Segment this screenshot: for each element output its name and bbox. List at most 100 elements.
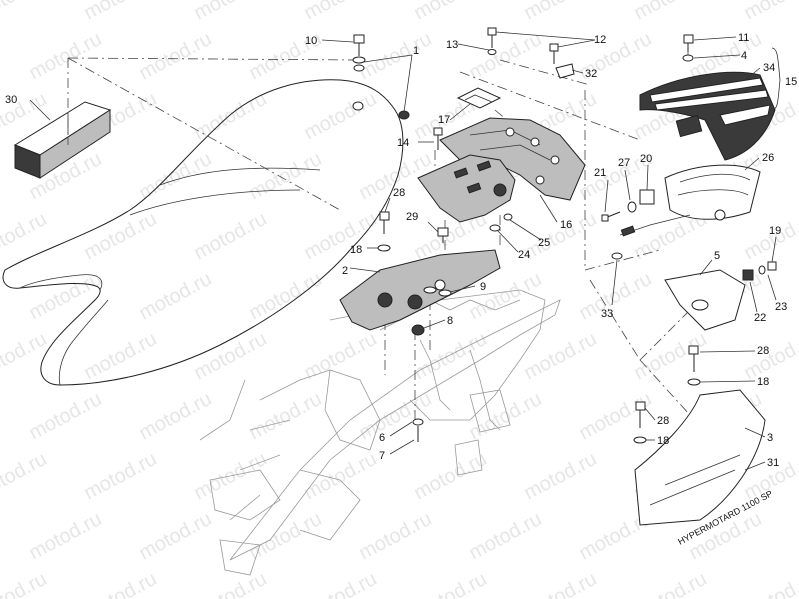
label-15: 15 <box>785 76 797 88</box>
watermark-text: motod.ru <box>190 328 270 384</box>
watermark-text: motod.ru <box>25 388 105 444</box>
label-22: 22 <box>754 312 766 324</box>
watermark-text: motod.ru <box>520 568 600 599</box>
label-2: 2 <box>342 265 348 277</box>
watermark-text: motod.ru <box>795 508 799 564</box>
assembly-guide-lines <box>67 50 701 420</box>
watermark-text: motod.ru <box>740 568 799 599</box>
watermark-text: motod.ru <box>80 328 160 384</box>
label-10: 10 <box>305 35 317 47</box>
watermark-text: motod.ru <box>575 388 655 444</box>
watermark-text: motod.ru <box>410 0 490 24</box>
label-1: 1 <box>413 45 419 57</box>
watermark-text: motod.ru <box>630 0 710 24</box>
label-9: 9 <box>480 281 486 293</box>
watermark-text: motod.ru <box>355 508 435 564</box>
label-28-lower-right: 28 <box>657 415 669 427</box>
watermark-text: motod.ru <box>300 448 380 504</box>
label-3: 3 <box>767 432 773 444</box>
watermark-text: motod.ru <box>795 388 799 444</box>
watermark-text: motod.ru <box>300 0 380 24</box>
label-6: 6 <box>379 432 385 444</box>
label-14: 14 <box>397 137 409 149</box>
watermark-text: motod.ru <box>355 28 435 84</box>
label-8: 8 <box>447 315 453 327</box>
label-31: 31 <box>767 457 779 469</box>
label-16: 16 <box>560 219 572 231</box>
label-33: 33 <box>601 308 613 320</box>
leader-lines <box>29 31 781 471</box>
label-26: 26 <box>762 152 774 164</box>
watermark-text: motod.ru <box>245 268 325 324</box>
watermark-text: motod.ru <box>0 448 50 504</box>
label-28-upper-right: 28 <box>757 345 769 357</box>
label-21: 21 <box>594 167 606 179</box>
label-18-lower-right: 18 <box>657 435 669 447</box>
watermark-text: motod.ru <box>795 268 799 324</box>
watermark-text: motod.ru <box>520 448 600 504</box>
seat <box>2 79 404 386</box>
watermark-text: motod.ru <box>740 0 799 24</box>
watermark-text: motod.ru <box>135 508 215 564</box>
watermark-text: motod.ru <box>465 388 545 444</box>
label-17: 17 <box>438 114 450 126</box>
label-24: 24 <box>518 249 530 261</box>
bracket-part-17 <box>456 87 502 109</box>
watermark-text: motod.ru <box>190 208 270 264</box>
watermark-text: motod.ru <box>245 388 325 444</box>
watermark-text: motod.ru <box>135 28 215 84</box>
watermark-text: motod.ru <box>245 508 325 564</box>
label-29: 29 <box>406 211 418 223</box>
watermark-text: motod.ru <box>465 508 545 564</box>
label-4: 4 <box>741 50 747 62</box>
watermark-text: motod.ru <box>80 0 160 24</box>
label-23: 23 <box>775 301 787 313</box>
label-20: 20 <box>640 153 652 165</box>
rear-support-plate <box>417 154 516 223</box>
watermark-text: motod.ru <box>80 568 160 599</box>
seat-pad-part-30 <box>13 101 112 179</box>
tail-light-part-26 <box>664 164 761 221</box>
watermark-text: motod.ru <box>795 148 799 204</box>
tail-cover-part-34 <box>639 71 776 161</box>
callout-labels: 1 2 3 4 5 6 7 8 9 10 11 12 13 14 15 16 1… <box>5 32 797 469</box>
watermark-text: motod.ru <box>190 0 270 24</box>
hardware-group <box>352 27 777 444</box>
watermark-text: motod.ru <box>190 568 270 599</box>
label-7: 7 <box>379 450 385 462</box>
label-12: 12 <box>594 34 606 46</box>
label-13: 13 <box>446 39 458 51</box>
label-28-left: 28 <box>393 187 405 199</box>
label-34: 34 <box>763 62 775 74</box>
watermark-text: motod.ru <box>25 28 105 84</box>
watermark-text: motod.ru <box>630 568 710 599</box>
label-11: 11 <box>738 32 749 44</box>
watermark-text: motod.ru <box>25 508 105 564</box>
side-panel-part-2 <box>339 249 501 331</box>
watermark-text: motod.ru <box>410 448 490 504</box>
watermark-text: motod.ru <box>135 268 215 324</box>
watermark-text: motod.ru <box>520 328 600 384</box>
label-18-left: 18 <box>350 244 362 256</box>
watermark-text: motod.ru <box>630 328 710 384</box>
watermark-text: motod.ru <box>300 208 380 264</box>
watermark-text: motod.ru <box>245 148 325 204</box>
label-27: 27 <box>618 157 630 169</box>
watermark-text: motod.ru <box>80 208 160 264</box>
watermark-text: motod.ru <box>740 328 799 384</box>
label-25: 25 <box>538 237 550 249</box>
watermark-text: motod.ru <box>0 208 50 264</box>
rear-subframe <box>199 289 561 576</box>
cover-part-5 <box>664 269 746 331</box>
watermark-text: motod.ru <box>0 0 50 24</box>
watermark-text: motod.ru <box>355 388 435 444</box>
label-19: 19 <box>769 225 781 237</box>
watermark-text: motod.ru <box>300 88 380 144</box>
watermark-text: motod.ru <box>80 448 160 504</box>
watermark-text: motod.ru <box>520 0 600 24</box>
label-30: 30 <box>5 94 17 106</box>
watermark-text: motod.ru <box>465 28 545 84</box>
label-18-upper-right: 18 <box>757 376 769 388</box>
